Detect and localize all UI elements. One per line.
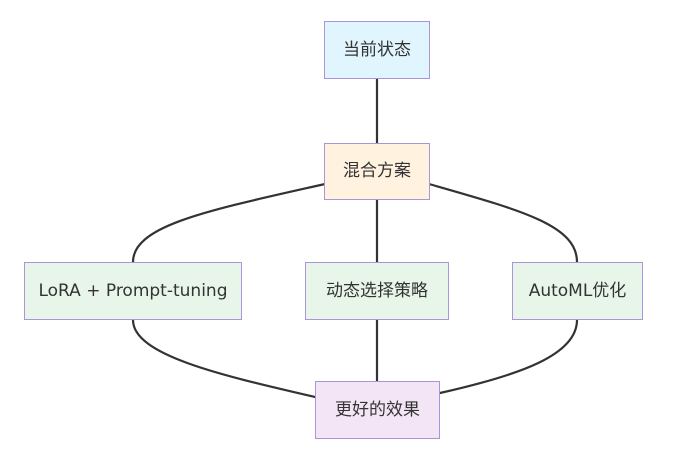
edge-automl-to-better-result [438, 318, 579, 395]
node-lora-prompt-tuning: LoRA + Prompt-tuning [24, 262, 242, 320]
edge-lora-prompt-to-better-result [131, 318, 317, 399]
node-current-state: 当前状态 [324, 21, 430, 79]
node-lora-prompt-tuning-label: LoRA + Prompt-tuning [38, 280, 228, 301]
node-better-result-label: 更好的效果 [335, 399, 420, 420]
node-dynamic-selection: 动态选择策略 [305, 262, 449, 320]
edge-hybrid-plan-to-lora-prompt [131, 182, 327, 264]
node-better-result: 更好的效果 [315, 381, 440, 439]
node-hybrid-plan-label: 混合方案 [343, 161, 411, 181]
node-current-state-label: 当前状态 [343, 39, 411, 60]
node-automl-label: AutoML优化 [528, 280, 627, 301]
node-automl: AutoML优化 [512, 262, 643, 320]
edge-hybrid-plan-to-automl [427, 182, 579, 264]
node-hybrid-plan: 混合方案 [324, 143, 430, 200]
node-dynamic-selection-label: 动态选择策略 [326, 280, 428, 301]
